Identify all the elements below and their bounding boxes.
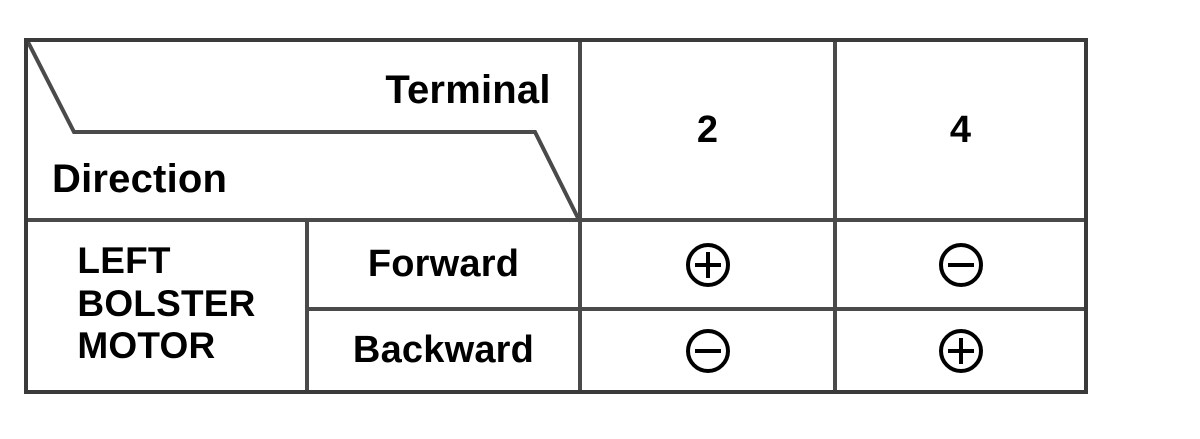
motor-name-cell: LEFT BOLSTER MOTOR <box>28 218 305 390</box>
column-header-terminal-2: 2 <box>696 108 719 151</box>
circle-outline <box>685 242 730 287</box>
header-label-direction: Direction <box>52 157 228 201</box>
circled-minus-icon <box>938 242 983 287</box>
header-label-terminal: Terminal <box>385 68 551 112</box>
terminal-polarity-table: Terminal Direction 2 4 LEFT BOLSTER MOTO… <box>24 38 1088 394</box>
motor-name-line-1: LEFT <box>77 239 171 281</box>
gridline-horizontal-rows <box>305 307 1084 311</box>
polarity-cell-backward-terminal-2 <box>582 311 833 390</box>
column-header-terminal-4: 4 <box>949 108 972 151</box>
direction-cell-backward: Backward <box>352 329 535 371</box>
gridline-vertical-terminal <box>578 42 582 390</box>
gridline-vertical-between-terminals <box>833 42 837 390</box>
circled-minus-icon <box>685 328 730 373</box>
plus-vertical-bar <box>958 337 963 364</box>
circled-plus-icon <box>938 328 983 373</box>
plus-vertical-bar <box>705 251 710 278</box>
gridline-horizontal-header <box>28 218 1084 222</box>
circle-outline <box>938 328 983 373</box>
polarity-cell-forward-terminal-4 <box>837 222 1084 307</box>
circled-plus-icon <box>685 242 730 287</box>
circle-outline <box>938 242 983 287</box>
minus-horizontal-bar <box>694 348 721 353</box>
polarity-cell-forward-terminal-2 <box>582 222 833 307</box>
motor-name-line-2: BOLSTER <box>77 282 256 324</box>
direction-cell-forward: Forward <box>367 243 520 285</box>
motor-name-line-3: MOTOR <box>77 325 216 367</box>
gridline-vertical-motor-direction <box>305 218 309 390</box>
motor-name-label: LEFT BOLSTER MOTOR <box>77 240 255 369</box>
circle-outline <box>685 328 730 373</box>
minus-horizontal-bar <box>947 262 974 267</box>
polarity-cell-backward-terminal-4 <box>837 311 1084 390</box>
